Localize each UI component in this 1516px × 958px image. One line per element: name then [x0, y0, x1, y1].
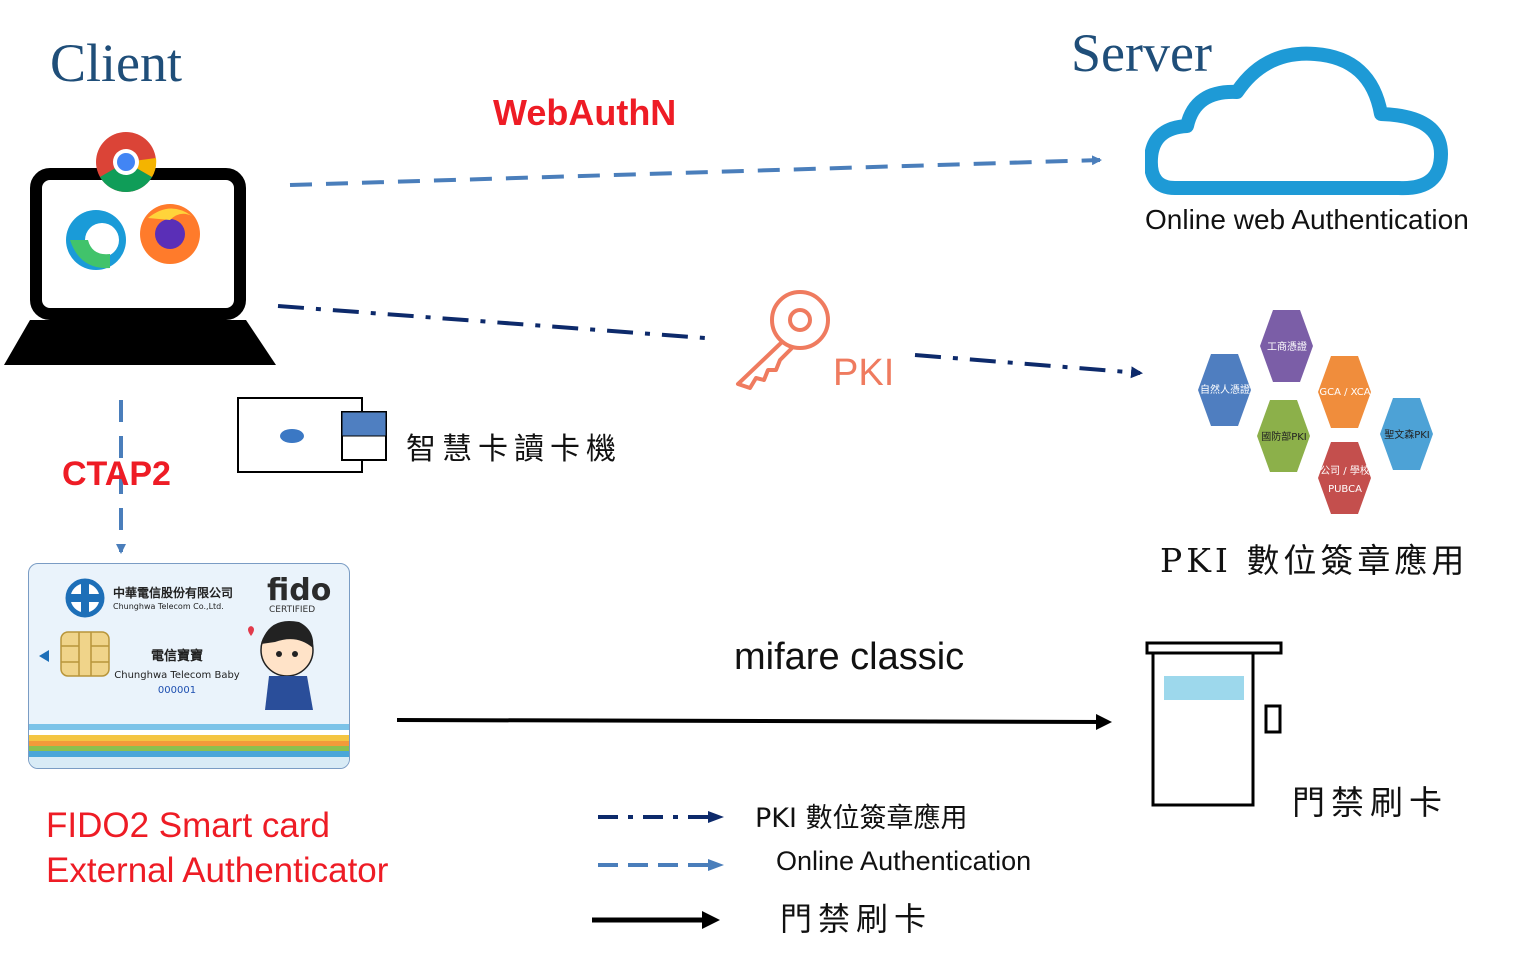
mifare-label: mifare classic [734, 636, 965, 678]
svg-text:國防部PKI: 國防部PKI [1261, 430, 1307, 443]
pki-app-label: PKI 數位簽章應用 [1160, 541, 1469, 580]
card-serial: 000001 [158, 685, 196, 696]
fido-caption-line1: FIDO2 Smart card [46, 806, 330, 845]
edge-icon [66, 210, 126, 270]
firefox-icon [140, 204, 200, 264]
card-artwork: 中華電信股份有限公司 Chunghwa Telecom Co.,Ltd. fid… [29, 573, 349, 768]
card-product-en: Chunghwa Telecom Baby [114, 670, 240, 681]
hex-company: 公司 / 學校 PUBCA [1318, 442, 1371, 514]
pki-hexagon-cluster: 工商憑證 GCA / XCA 自然人憑證 國防部PKI 聖文森PKI 公司 / … [1198, 310, 1433, 514]
server-heading: Server [1071, 23, 1212, 83]
hex-ziran: 自然人憑證 [1198, 354, 1251, 426]
pki-connector-right [914, 353, 1143, 379]
hex-gongshang: 工商憑證 [1260, 310, 1313, 382]
hex-guofang: 國防部PKI [1257, 400, 1310, 472]
server-caption: Online web Authentication [1145, 204, 1469, 235]
fido-certified: CERTIFIED [269, 605, 315, 615]
legend-item-pki: PKI 數位簽章應用 [755, 803, 968, 834]
card-reader-icon [237, 397, 387, 473]
fido-caption-line2: External Authenticator [46, 851, 389, 890]
cloud-icon [1145, 46, 1448, 196]
chip-icon [39, 631, 110, 677]
legend-swatches [592, 811, 724, 929]
fido-smart-card: 中華電信股份有限公司 Chunghwa Telecom Co.,Ltd. fid… [28, 563, 350, 769]
legend-item-door: 門禁刷卡 [780, 900, 933, 938]
webauthn-connector [289, 155, 1102, 187]
hex-gca: GCA / XCA [1318, 356, 1371, 428]
svg-text:GCA / XCA: GCA / XCA [1319, 387, 1370, 398]
chrome-icon [96, 132, 157, 193]
svg-text:PUBCA: PUBCA [1328, 484, 1362, 495]
svg-text:工商憑證: 工商憑證 [1267, 340, 1307, 353]
ctap2-label: CTAP2 [62, 455, 171, 493]
mascot-icon [248, 620, 314, 710]
card-product-zh: 電信寶寶 [151, 648, 203, 664]
hex-shengwensen: 聖文森PKI [1380, 398, 1433, 470]
door-reader-icon [1145, 641, 1283, 807]
legend-item-online: Online Authentication [776, 846, 1032, 876]
svg-text:自然人憑證: 自然人憑證 [1200, 383, 1250, 396]
fido-logo: fido [267, 573, 331, 608]
webauthn-label: WebAuthN [493, 92, 677, 133]
client-heading: Client [50, 33, 182, 93]
pki-connector-left [277, 304, 706, 340]
svg-text:公司 / 學校: 公司 / 學校 [1320, 464, 1370, 477]
key-icon [736, 290, 830, 390]
card-reader-label: 智慧卡讀卡機 [406, 432, 622, 467]
laptop-icon [4, 132, 276, 365]
chunghwa-logo-icon [65, 578, 105, 618]
card-company-zh: 中華電信股份有限公司 [113, 585, 233, 600]
door-label: 門禁刷卡 [1292, 783, 1448, 822]
svg-text:聖文森PKI: 聖文森PKI [1384, 428, 1430, 441]
mifare-connector [396, 713, 1112, 730]
card-company-en: Chunghwa Telecom Co.,Ltd. [113, 602, 224, 611]
pki-label: PKI [833, 352, 895, 394]
